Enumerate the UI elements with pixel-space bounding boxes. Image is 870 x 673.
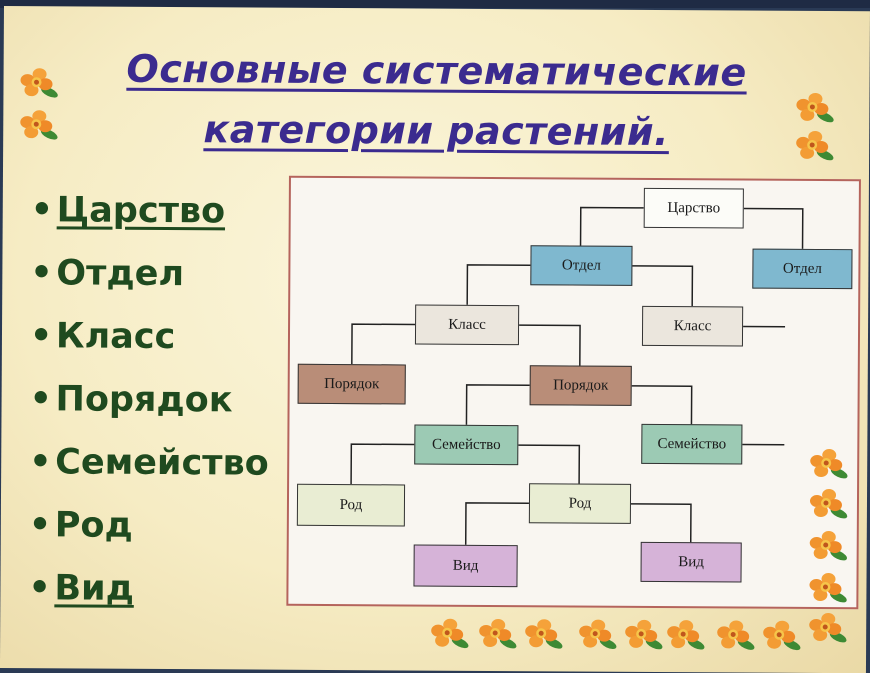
connector: [631, 386, 691, 426]
bullet-icon: •: [29, 375, 55, 423]
connector: [632, 266, 692, 306]
rank-label: Вид: [54, 568, 134, 608]
rank-label: Семейство: [55, 442, 269, 483]
flower-icon: [806, 611, 850, 645]
node-species-main: Вид: [413, 545, 517, 588]
node-family-side: Семейство: [641, 424, 742, 465]
flower-icon: [428, 617, 472, 651]
connector: [352, 324, 415, 364]
rank-label: Род: [55, 505, 133, 545]
bullet-icon: •: [30, 312, 56, 360]
connector: [581, 208, 644, 248]
node-class-side: Класс: [642, 306, 743, 347]
node-genus-main: Род: [529, 483, 631, 524]
node-division-side: Отдел: [752, 249, 852, 290]
rank-label: Царство: [57, 190, 226, 231]
bullet-icon: •: [28, 564, 54, 612]
bullet-icon: •: [30, 249, 56, 297]
flower-icon: [522, 617, 566, 651]
rank-list: •Царство •Отдел •Класс •Порядок •Семейст…: [28, 186, 270, 628]
flower-icon: [476, 617, 520, 651]
connector: [467, 265, 530, 305]
connector: [744, 209, 803, 249]
connector: [518, 445, 579, 485]
flower-icon: [806, 571, 850, 605]
node-family-main: Семейство: [414, 425, 518, 466]
connector: [466, 385, 529, 425]
node-kingdom: Царство: [644, 188, 744, 229]
bullet-icon: •: [29, 438, 55, 486]
node-order-side: Порядок: [298, 364, 406, 405]
connector: [351, 444, 414, 484]
slide: Основные систематические категории расте…: [0, 6, 870, 673]
taxonomy-diagram: Царство Отдел Отдел Класс Класс Порядок …: [286, 176, 861, 609]
node-genus-side: Род: [297, 484, 405, 527]
flower-icon: [760, 619, 804, 653]
bullet-icon: •: [31, 186, 57, 234]
rank-item: •Класс: [30, 312, 270, 376]
rank-label: Порядок: [55, 379, 232, 420]
rank-item: •Семейство: [29, 438, 269, 502]
connector: [466, 503, 529, 545]
rank-item: •Отдел: [30, 249, 270, 313]
connector: [519, 325, 580, 365]
node-order-main: Порядок: [530, 365, 632, 406]
rank-item: •Порядок: [29, 375, 269, 439]
flower-icon: [807, 529, 851, 563]
connector: [631, 504, 691, 546]
flower-icon: [576, 618, 620, 652]
bullet-icon: •: [29, 501, 55, 549]
flower-icon: [664, 618, 708, 652]
flower-icon: [714, 618, 758, 652]
rank-label: Класс: [56, 316, 176, 357]
node-species-side: Вид: [640, 542, 741, 583]
flower-icon: [807, 447, 851, 481]
flower-icon: [17, 66, 61, 100]
rank-item: •Царство: [31, 186, 271, 250]
title-line-2: категории растений.: [3, 106, 869, 155]
node-division-main: Отдел: [530, 245, 632, 286]
flower-icon: [622, 618, 666, 652]
flower-icon: [807, 487, 851, 521]
flower-icon: [793, 129, 837, 163]
rank-label: Отдел: [56, 253, 184, 294]
title-line-1: Основные систематические: [3, 46, 869, 95]
flower-icon: [793, 91, 837, 125]
node-class-main: Класс: [415, 305, 519, 346]
flower-icon: [17, 108, 61, 142]
rank-item: •Вид: [28, 564, 268, 628]
rank-item: •Род: [29, 501, 269, 565]
